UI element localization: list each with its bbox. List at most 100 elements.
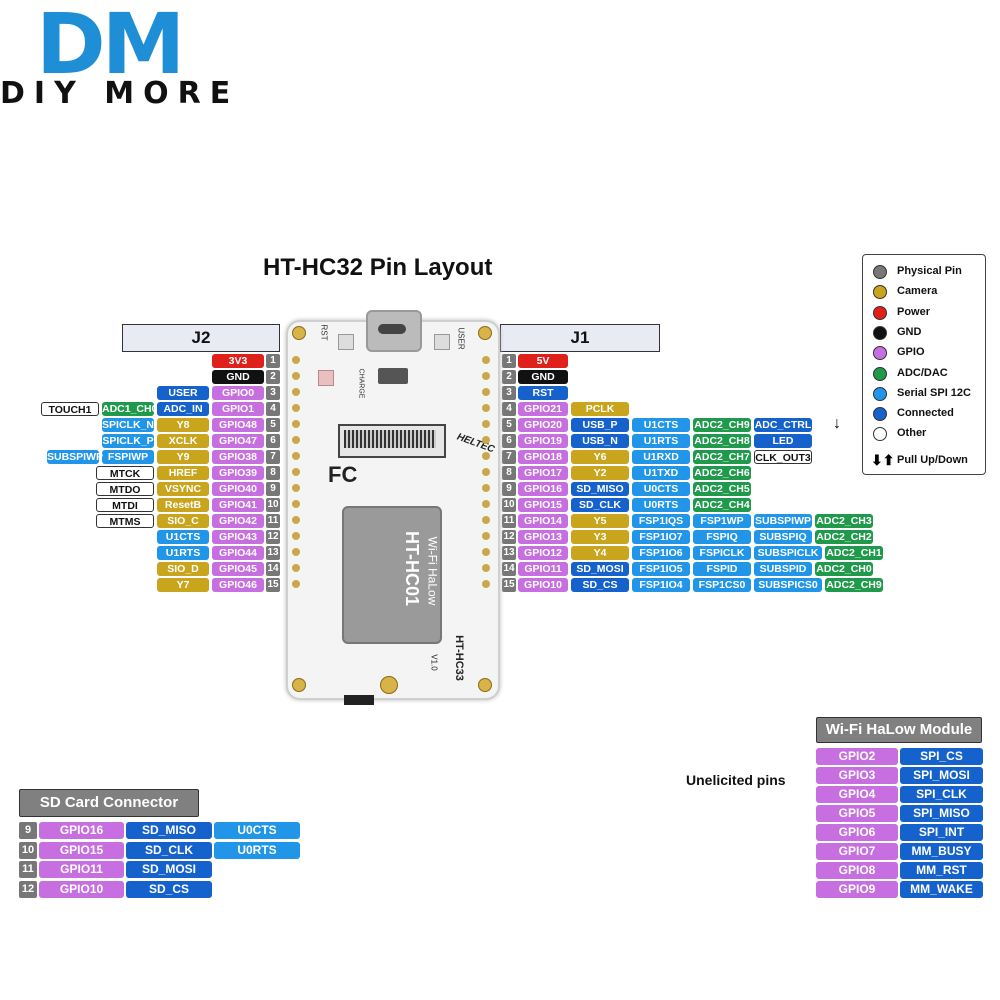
- pin-number: 1: [266, 354, 280, 368]
- header-hole: [292, 532, 300, 540]
- pin-label-adc: ADC1_CH0: [102, 402, 158, 416]
- header-hole: [482, 436, 490, 444]
- pin-label-oth: MTDI: [96, 498, 154, 512]
- pin-label-con: ADC_IN: [157, 402, 209, 416]
- pin-label-con: SPI_MOSI: [900, 767, 983, 784]
- pin-label-pwr: 5V: [518, 354, 568, 368]
- pin-label-con: SD_MISO: [571, 482, 629, 496]
- header-hole: [482, 420, 490, 428]
- pin-label-gpio: GPIO17: [518, 466, 568, 480]
- pin-label-ser: U1TXD: [632, 466, 690, 480]
- pull-down-arrow-icon: ↓: [833, 415, 841, 432]
- pin-label-gpio: GPIO48: [212, 418, 264, 432]
- pin-number: 2: [502, 370, 516, 384]
- pin-label-gpio: GPIO2: [816, 748, 898, 765]
- pin-label-adc: ADC2_CH0: [815, 562, 873, 576]
- pin-label-gpio: GPIO3: [816, 767, 898, 784]
- module-label: HT-HC01: [402, 530, 423, 607]
- header-hole: [482, 388, 490, 396]
- pin-number: 7: [502, 450, 516, 464]
- halow-header: Wi-Fi HaLow Module: [816, 717, 982, 743]
- pin-label-gpio: GPIO10: [518, 578, 568, 592]
- sd-slot: [344, 695, 374, 705]
- pin-label-con: SPI_MISO: [900, 805, 983, 822]
- header-hole: [482, 516, 490, 524]
- pin-number: 15: [266, 578, 280, 592]
- rst-button[interactable]: [338, 334, 354, 350]
- header-hole: [482, 548, 490, 556]
- header-hole: [292, 372, 300, 380]
- legend-label: GND: [897, 325, 922, 338]
- j1-header: J1: [500, 324, 660, 352]
- pin-label-gpio: GPIO7: [816, 843, 898, 860]
- j2-header: J2: [122, 324, 280, 352]
- pin-label-con: SPI_CLK: [900, 786, 983, 803]
- pin-label-con: RST: [518, 386, 568, 400]
- header-hole: [292, 420, 300, 428]
- pin-number: 11: [502, 514, 516, 528]
- pin-label-oth: MTMS: [96, 514, 154, 528]
- header-hole: [292, 468, 300, 476]
- chip: [378, 368, 408, 384]
- fcc-mark: FC: [328, 462, 358, 487]
- pin-label-adc: ADC2_CH7: [693, 450, 751, 464]
- pin-label-ser: SUBSPID: [754, 562, 812, 576]
- pin-label-gpio: GPIO42: [212, 514, 264, 528]
- pin-number: 8: [502, 466, 516, 480]
- mount-hole: [478, 326, 492, 340]
- user-button[interactable]: [434, 334, 450, 350]
- legend-label: Physical Pin: [897, 265, 962, 277]
- pin-label-gpio: GPIO13: [518, 530, 568, 544]
- halow-module: HT-HC01 Wi-Fi HaLow: [342, 506, 442, 644]
- version-label: V1.0: [429, 654, 439, 671]
- brand-logo-text: DIY MORE: [0, 76, 240, 111]
- pin-label-gpio: GPIO39: [212, 466, 264, 480]
- pin-number: 5: [266, 418, 280, 432]
- pin-label-adc: ADC2_CH8: [693, 434, 751, 448]
- pin-label-gpio: GPIO15: [39, 841, 124, 859]
- header-hole: [292, 404, 300, 412]
- unelicited-pins-note: Unelicited pins: [686, 772, 786, 788]
- header-hole: [292, 548, 300, 556]
- pin-label-ser: U1RTS: [157, 546, 209, 560]
- pin-label-oth: MTDO: [96, 482, 154, 496]
- pin-label-cam: SIO_C: [157, 514, 209, 528]
- legend-label: GPIO: [897, 346, 925, 359]
- module-sub-label: Wi-Fi HaLow: [425, 536, 440, 606]
- pin-number: 15: [502, 578, 516, 592]
- legend-pull-label: Pull Up/Down: [897, 454, 968, 466]
- pin-label-ser: FSP1IO7: [632, 530, 690, 544]
- pin-label-ser: SPICLK_N: [102, 418, 154, 432]
- pin-label-cam: PCLK: [571, 402, 629, 416]
- header-hole: [482, 532, 490, 540]
- pin-label-ser: SUBSPIWP: [754, 514, 812, 528]
- pin-number: 10: [19, 841, 37, 859]
- pin-label-con: USER: [157, 386, 209, 400]
- pin-number: 9: [19, 822, 37, 839]
- pin-number: 3: [502, 386, 516, 400]
- pin-label-pwr: 3V3: [212, 354, 264, 368]
- pin-number: 13: [502, 546, 516, 560]
- pin-number: 14: [266, 562, 280, 576]
- pin-label-gpio: GPIO19: [518, 434, 568, 448]
- pin-label-gpio: GPIO8: [816, 862, 898, 879]
- fpc-connector: [338, 424, 446, 458]
- pin-number: 14: [502, 562, 516, 576]
- charge-led: [318, 370, 334, 386]
- pin-label-ser: FSP1IO6: [632, 546, 690, 560]
- pin-number: 12: [502, 530, 516, 544]
- pin-label-ser: U0CTS: [632, 482, 690, 496]
- pin-label-con: SD_MISO: [126, 822, 212, 839]
- legend-swatch: [873, 386, 887, 401]
- pin-label-con: SD_CS: [126, 880, 212, 898]
- pin-label-ser: SPICLK_P: [102, 434, 154, 448]
- pin-label-adc: ADC2_CH6: [693, 466, 751, 480]
- pin-label-con: SD_MOSI: [571, 562, 629, 576]
- pin-label-con: MM_BUSY: [900, 843, 983, 860]
- pin-label-cam: VSYNC: [157, 482, 209, 496]
- pin-label-gpio: GPIO11: [518, 562, 568, 576]
- pin-number: 9: [502, 482, 516, 496]
- pin-label-gpio: GPIO38: [212, 450, 264, 464]
- pin-number: 12: [19, 880, 37, 898]
- pin-label-con: LED: [754, 434, 812, 448]
